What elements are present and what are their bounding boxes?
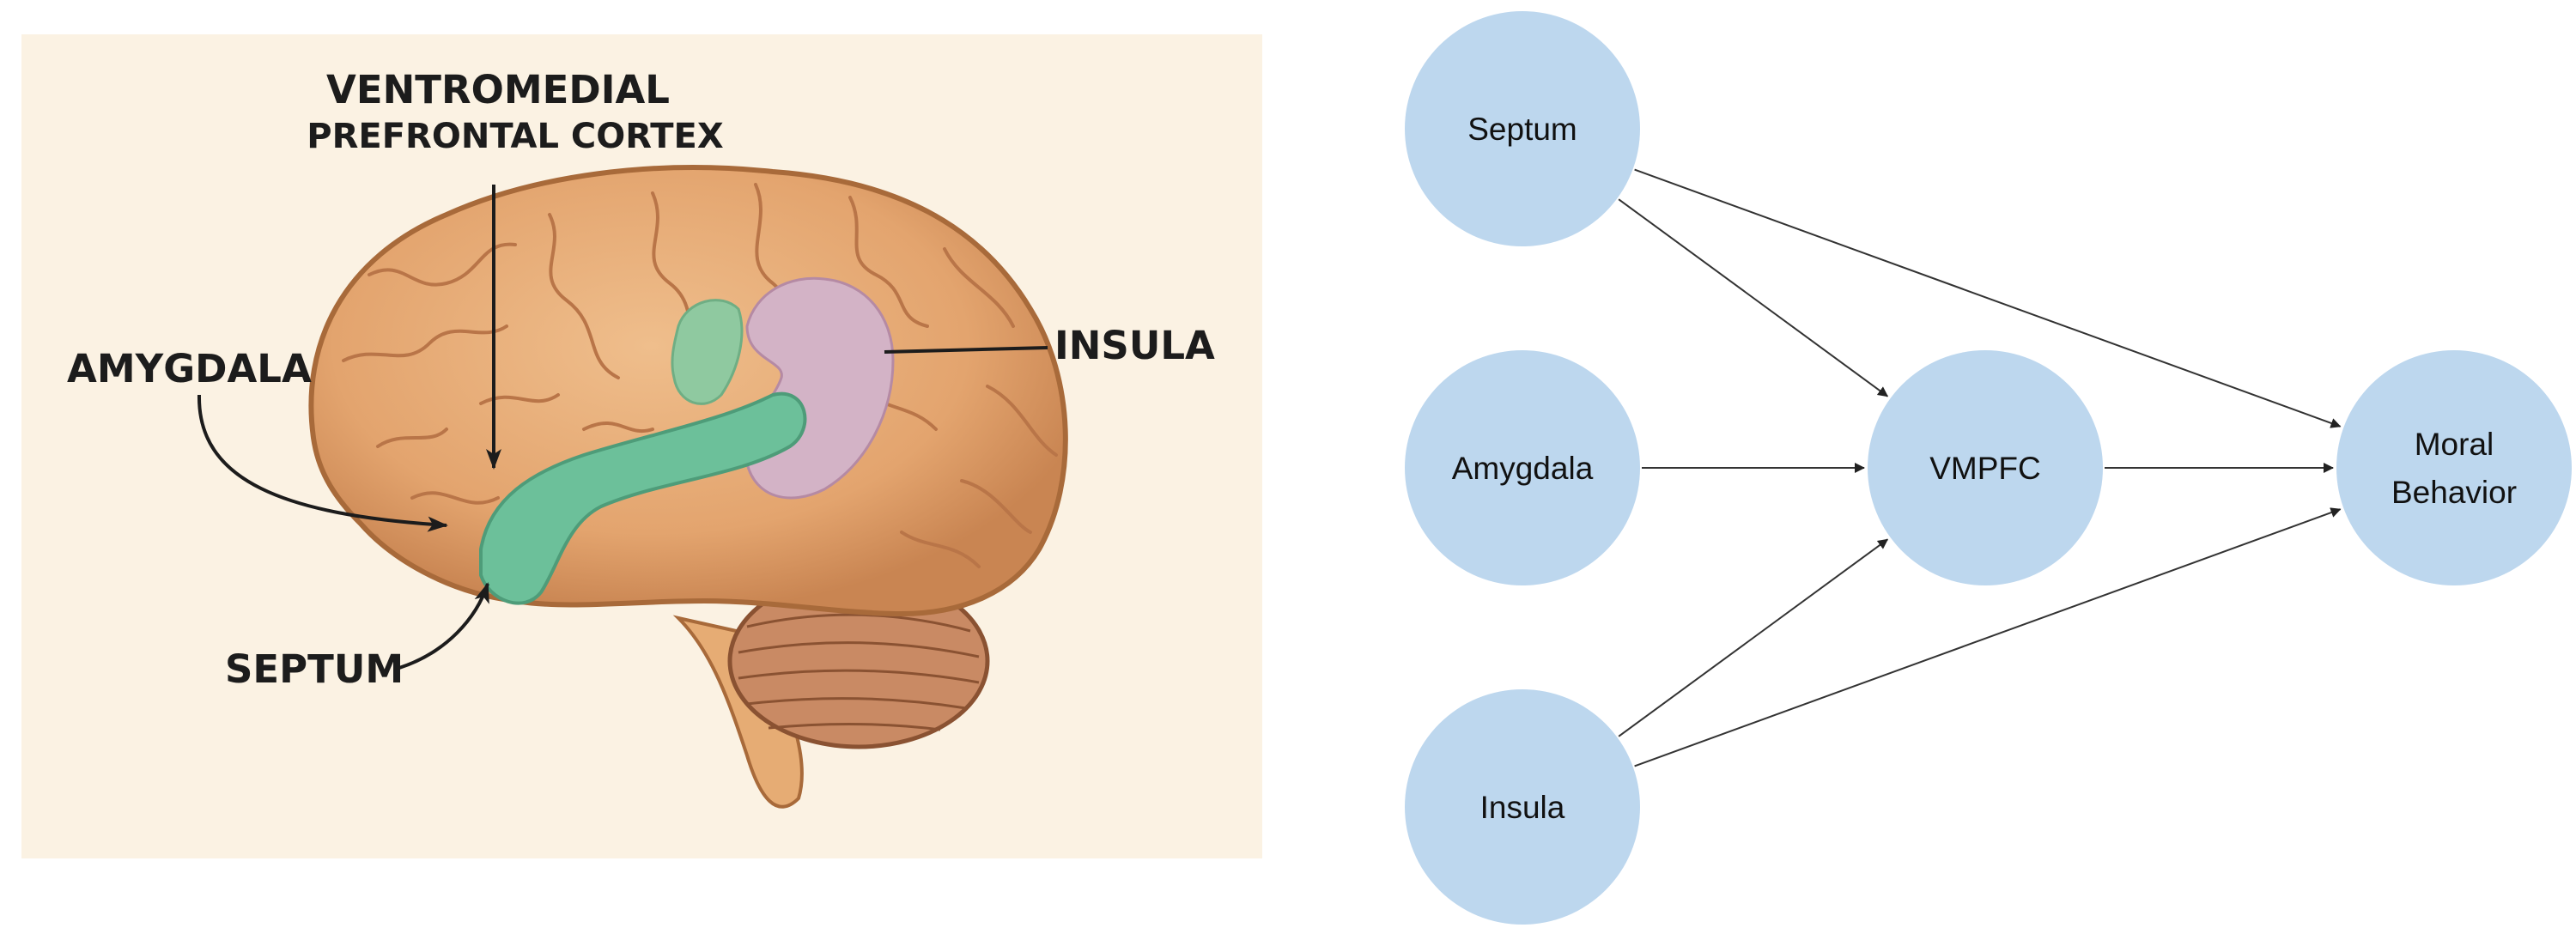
label-amygdala: AMYGDALA: [67, 346, 312, 391]
node-septum: Septum: [1405, 11, 1640, 246]
node-insula-label: Insula: [1480, 790, 1565, 825]
label-vmpfc-line1: VENTROMEDIAL: [326, 67, 670, 112]
brain-illustration: VENTROMEDIAL PREFRONTAL CORTEX AMYGDALA …: [21, 34, 1262, 858]
node-insula: Insula: [1405, 689, 1640, 925]
node-moral-label: Behavior: [2391, 475, 2517, 510]
amygdala-pointer: [197, 394, 448, 532]
node-vmpfc-label: VMPFC: [1929, 451, 2041, 486]
node-amygdala: Amygdala: [1405, 350, 1640, 585]
label-insula: INSULA: [1054, 323, 1215, 368]
node-moral-label: Moral: [2415, 427, 2494, 462]
edge-insula-to-moral: [1634, 507, 2342, 767]
edges-layer: [1618, 168, 2342, 767]
node-amygdala-label: Amygdala: [1452, 451, 1594, 486]
node-moral-circle: [2336, 350, 2572, 585]
insula-pointer: [884, 346, 1048, 354]
label-septum: SEPTUM: [225, 646, 404, 692]
septum-pointer: [398, 582, 489, 670]
label-vmpfc-line2: PREFRONTAL CORTEX: [307, 117, 724, 156]
node-vmpfc: VMPFC: [1868, 350, 2103, 585]
node-septum-label: Septum: [1467, 112, 1577, 147]
node-septum-circle: [1405, 11, 1640, 246]
edge-septum-to-moral: [1634, 168, 2342, 428]
gyri: [342, 183, 1058, 568]
node-vmpfc-circle: [1868, 350, 2103, 585]
edge-insula-to-vmpfc: [1618, 538, 1889, 737]
green-region-vmpfc-septum: [479, 391, 807, 605]
node-insula-circle: [1405, 689, 1640, 925]
edge-septum-to-vmpfc: [1618, 198, 1889, 397]
cerebellum-folds: [738, 613, 980, 731]
green-region-upper: [671, 299, 744, 405]
node-amygdala-circle: [1405, 350, 1640, 585]
